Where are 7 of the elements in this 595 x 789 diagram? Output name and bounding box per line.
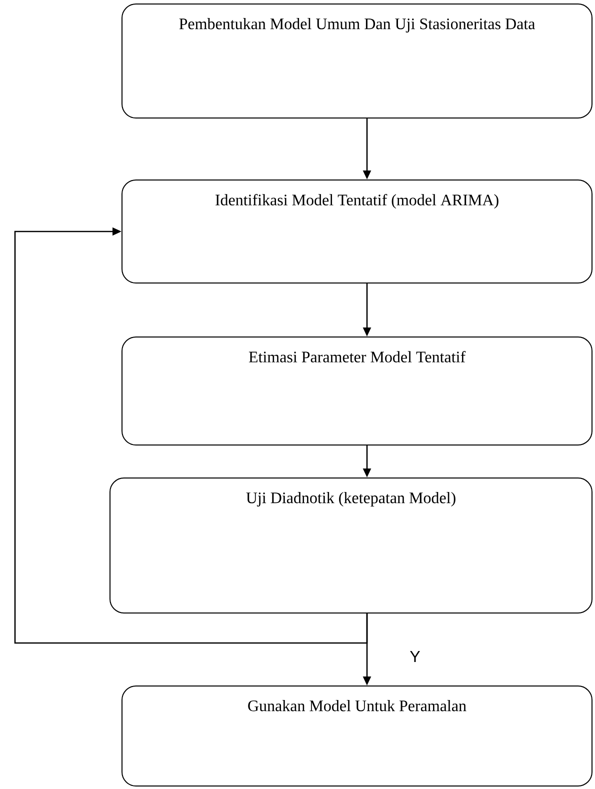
process-box: Pembentukan Model Umum Dan Uji Stasioneritas Data: [122, 4, 592, 118]
arrow: [14, 227, 368, 644]
process-box: Identifikasi Model Tentatif (model ARIMA): [122, 180, 592, 284]
edge-label: Y: [408, 650, 422, 663]
process-box: Gunakan Model Untuk Peramalan: [122, 686, 592, 786]
process-box: Etimasi Parameter Model Tentatif: [122, 336, 592, 446]
process-box: Uji Diadnotik (ketepatan Model): [110, 478, 592, 614]
